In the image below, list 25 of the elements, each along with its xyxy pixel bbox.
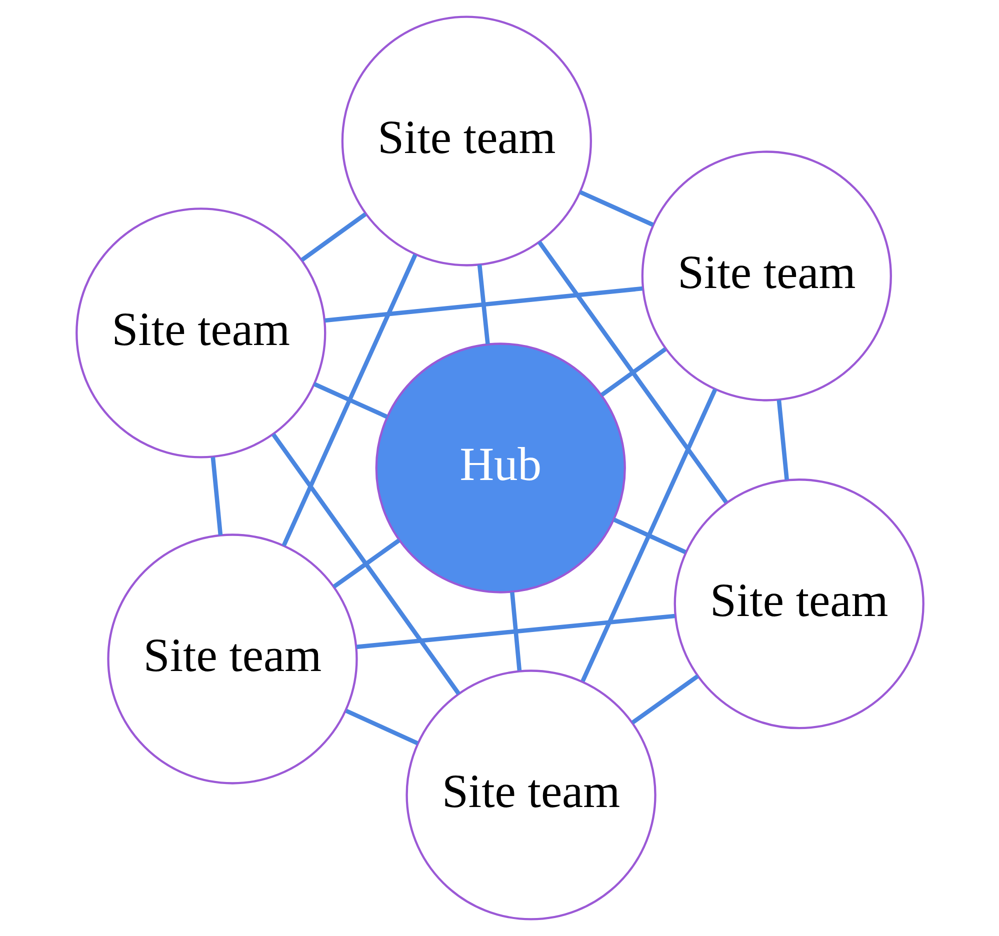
connector <box>510 592 522 671</box>
connector <box>300 212 366 262</box>
node-circle: Site team <box>405 670 656 920</box>
connector <box>312 382 388 419</box>
connector <box>281 254 417 546</box>
connector <box>356 614 674 650</box>
connector <box>612 518 686 554</box>
connector <box>344 708 418 746</box>
node-circle: Site team <box>75 208 326 458</box>
connector <box>600 347 666 397</box>
connector <box>332 538 400 589</box>
connector <box>536 240 728 504</box>
node-circle: Site team <box>640 150 892 402</box>
connector <box>580 388 717 682</box>
connector <box>776 400 788 480</box>
node-circle: Hub <box>374 342 626 594</box>
node-circle: Site team <box>340 16 592 266</box>
node-circle: Site team <box>673 478 924 730</box>
node-circle: Site team <box>106 534 358 784</box>
connector <box>271 433 460 696</box>
connector <box>578 190 654 227</box>
connector <box>476 264 490 344</box>
connector <box>210 456 222 536</box>
connector <box>630 674 699 724</box>
connector <box>324 286 642 323</box>
